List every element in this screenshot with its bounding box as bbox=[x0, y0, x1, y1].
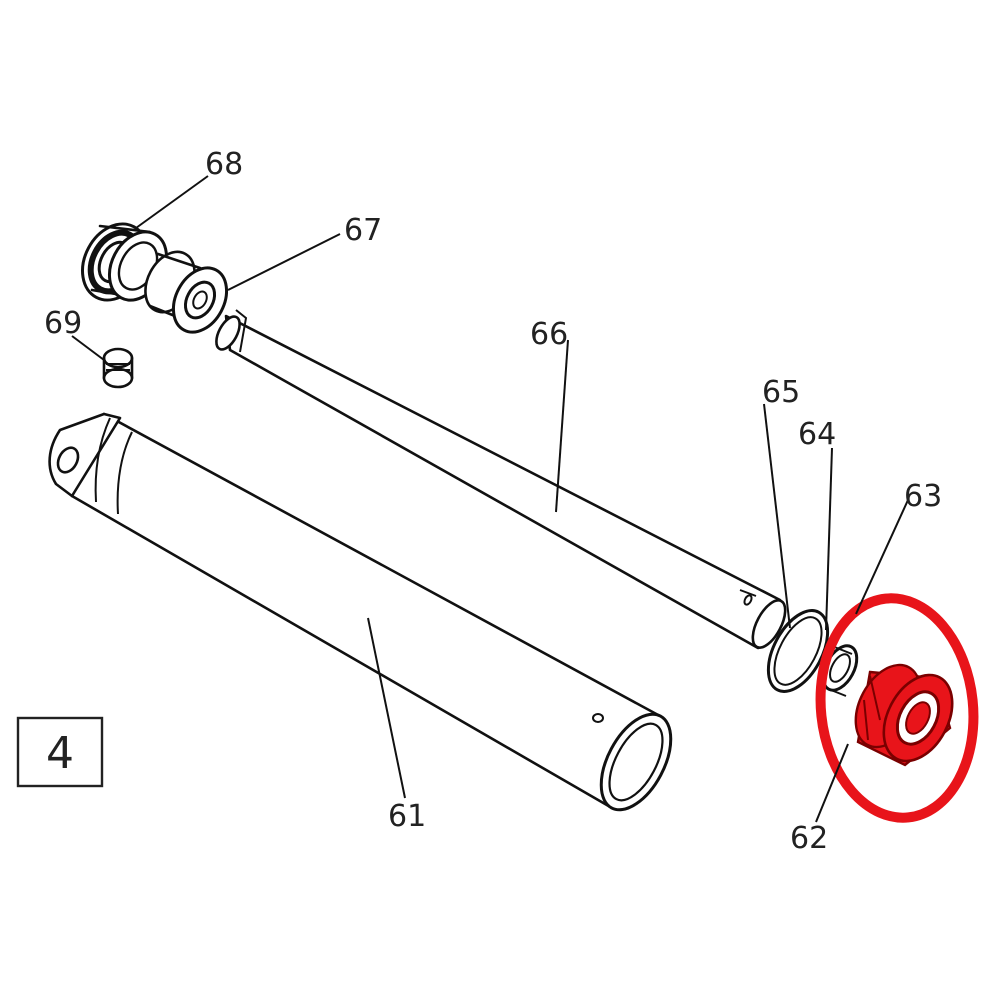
label-62: 62 bbox=[790, 821, 828, 856]
label-67: 67 bbox=[344, 213, 382, 248]
label-69: 69 bbox=[44, 306, 82, 341]
part-67-piston bbox=[144, 250, 229, 334]
highlight-circle bbox=[815, 593, 979, 823]
leader-lines bbox=[71, 175, 909, 823]
label-65: 65 bbox=[762, 375, 800, 410]
label-68: 68 bbox=[205, 147, 243, 182]
part-61-cylinder-barrel bbox=[48, 412, 673, 812]
label-66: 66 bbox=[530, 317, 568, 352]
part-66-piston-rod bbox=[215, 309, 787, 650]
label-61: 61 bbox=[388, 799, 426, 834]
part-labels: 68 67 69 66 65 64 63 62 61 bbox=[44, 147, 942, 856]
figure-number-box: 4 bbox=[16, 716, 104, 788]
part-65-o-ring bbox=[766, 609, 830, 693]
part-69-bleed-screw bbox=[102, 347, 134, 389]
label-64: 64 bbox=[798, 417, 836, 452]
part-62-gland-nut bbox=[854, 663, 954, 767]
figure-number: 4 bbox=[46, 728, 74, 779]
label-63: 63 bbox=[904, 479, 942, 514]
